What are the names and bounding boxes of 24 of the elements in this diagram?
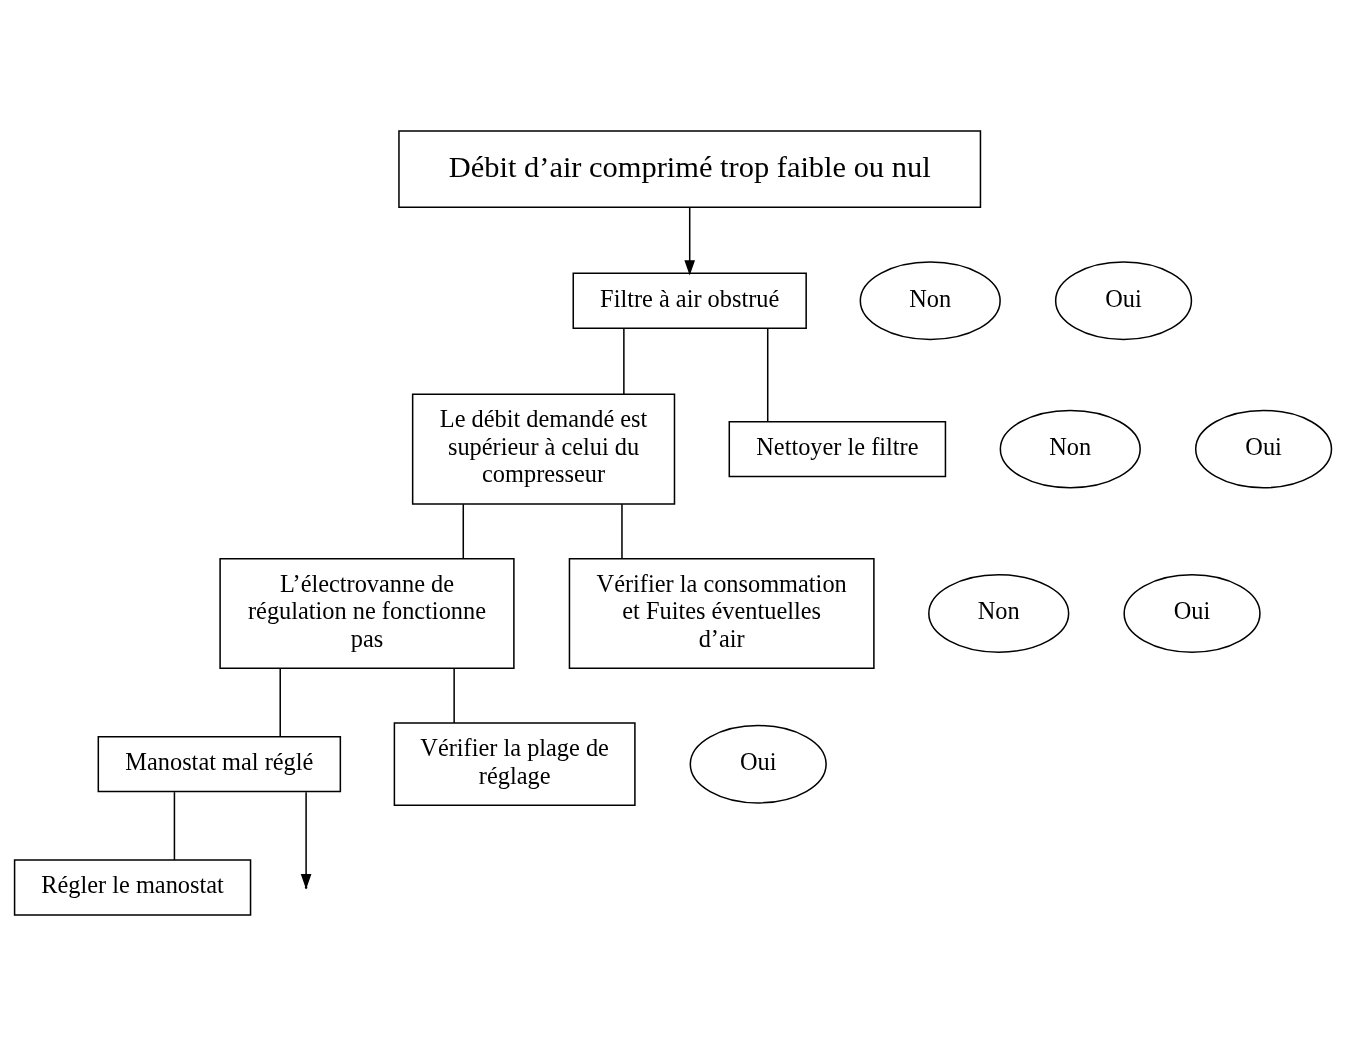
connector <box>462 503 465 559</box>
node-box: Le débit demandé est supérieur à celui du compresseur <box>411 393 676 505</box>
node-ellipse: Non <box>928 574 1070 653</box>
node-ellipse: Oui <box>689 724 827 804</box>
node-box: Vérifier la consommation et Fuites éventuelles d’air <box>568 557 875 670</box>
node-box: Débit d’air comprimé trop faible ou nul <box>398 130 982 208</box>
connector <box>621 503 623 559</box>
node-box: Nettoyer le filtre <box>728 420 947 478</box>
node-ellipse: Oui <box>1123 574 1261 653</box>
arrow <box>684 206 696 276</box>
node-box: Vérifier la plage de réglage <box>393 722 636 807</box>
connector <box>453 667 455 724</box>
node-box: Régler le manostat <box>13 859 252 916</box>
node-box: Manostat mal réglé <box>97 736 342 793</box>
connector <box>766 327 769 423</box>
node-ellipse: Oui <box>1054 261 1193 341</box>
connector <box>173 791 176 861</box>
connector <box>623 327 625 396</box>
node-ellipse: Non <box>999 409 1141 489</box>
node-box: Filtre à air obstrué <box>572 272 807 329</box>
node-ellipse: Non <box>859 261 1001 341</box>
node-box: L’électrovanne de régulation ne fonctionne pas <box>219 557 515 670</box>
connector <box>279 667 281 738</box>
node-ellipse: Oui <box>1194 409 1333 489</box>
